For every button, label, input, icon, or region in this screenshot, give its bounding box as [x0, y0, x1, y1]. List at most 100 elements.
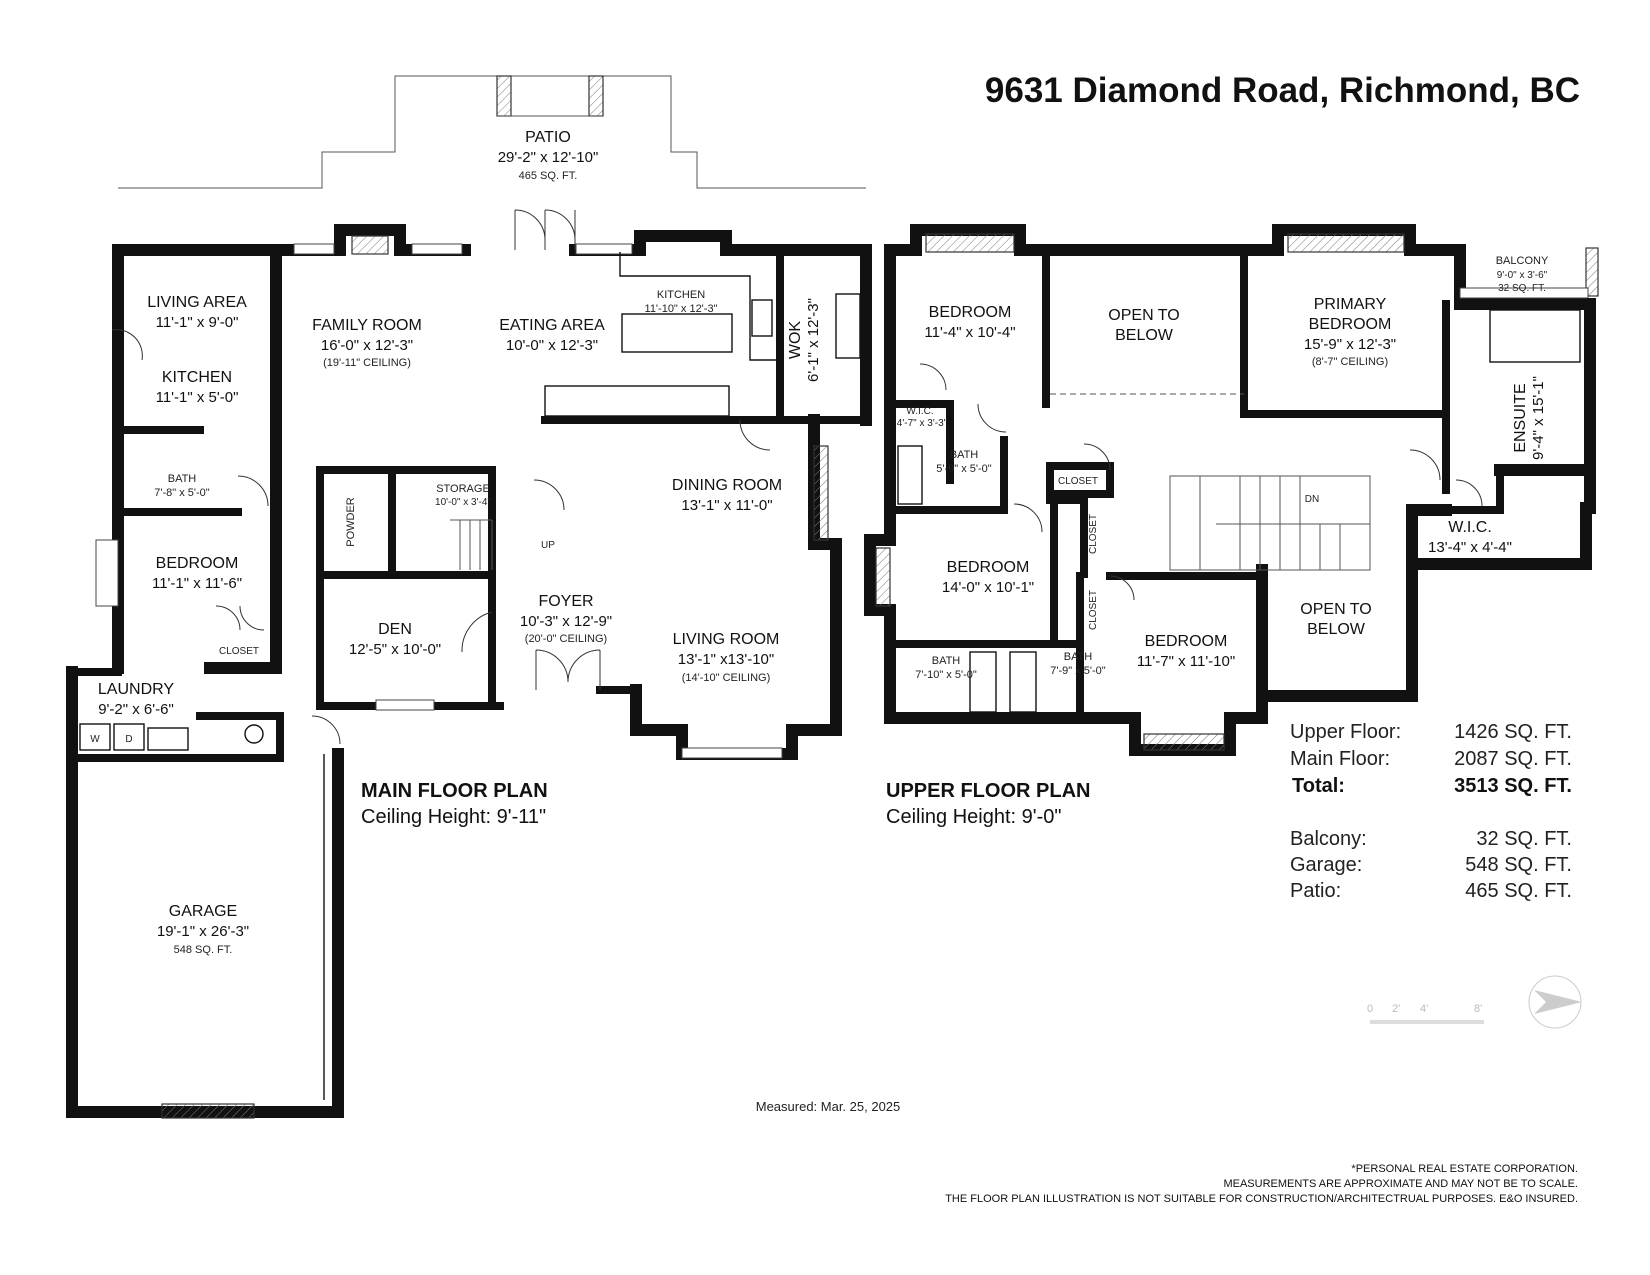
bedroom-nw-dims: 11'-4" x 10'-4": [924, 324, 1015, 341]
scale-bar: 0 2' 4' 8': [1367, 1003, 1484, 1024]
area-upper-label: Upper Floor:: [1290, 721, 1401, 743]
bath-c-label: BATH: [1064, 651, 1093, 663]
upper-floor-title: UPPER FLOOR PLAN: [886, 780, 1090, 802]
closet-c-text-group: CLOSET: [1088, 590, 1099, 630]
balcony-label: BALCONY: [1496, 255, 1549, 267]
ensuite-text-group: ENSUITE 9'-4" x 15'-1": [1512, 376, 1547, 460]
bedroom-w-dims: 14'-0" x 10'-1": [942, 579, 1034, 596]
family-room-label: FAMILY ROOM: [312, 317, 422, 334]
extra-garage-value: 548 SQ. FT.: [1465, 854, 1572, 876]
bath-west-dims: 7'-8" x 5'-0": [154, 487, 210, 499]
extra-garage-label: Garage:: [1290, 854, 1362, 876]
closet-a-label: CLOSET: [1058, 476, 1098, 487]
closet-b-text-group: CLOSET: [1088, 514, 1099, 554]
bath-c-dims: 7'-9" x 5'-0": [1050, 665, 1106, 677]
main-floor-ceiling: Ceiling Height: 9'-11": [361, 806, 546, 828]
extra-balcony-value: 32 SQ. FT.: [1476, 828, 1572, 850]
storage-dims: 10'-0" x 3'-4": [435, 497, 491, 508]
open-below-2-line2: BELOW: [1307, 621, 1366, 638]
disclaimer-line-3: THE FLOOR PLAN ILLUSTRATION IS NOT SUITA…: [945, 1193, 1578, 1205]
bedroom-main-dims: 11'-1" x 11'-6": [152, 575, 242, 592]
upper-floor-ceiling: Ceiling Height: 9'-0": [886, 806, 1061, 828]
open-below-2-line1: OPEN TO: [1300, 601, 1371, 618]
extra-balcony-label: Balcony:: [1290, 828, 1367, 850]
kitchen-west-dims: 11'-1" x 5'-0": [156, 389, 239, 406]
bath-a-label: BATH: [950, 449, 979, 461]
stairs-up-label: UP: [541, 540, 555, 551]
bath-b-label: BATH: [932, 655, 961, 667]
scale-label-2: 2': [1392, 1003, 1400, 1015]
living-room-dims: 13'-1" x13'-10": [678, 651, 774, 668]
disclaimer-line-1: *PERSONAL REAL ESTATE CORPORATION.: [1351, 1163, 1578, 1175]
washer-label: W: [90, 734, 100, 745]
area-summary-table: Upper Floor: 1426 SQ. FT. Main Floor: 20…: [1290, 721, 1572, 902]
main-floor-walls: [66, 209, 872, 1119]
living-room-ceiling: (14'-10" CEILING): [682, 672, 771, 684]
scale-label-4: 4': [1420, 1003, 1428, 1015]
bedroom-s-dims: 11'-7" x 11'-10": [1137, 653, 1235, 670]
primary-bedroom-ceiling: (8'-7" CEILING): [1312, 356, 1388, 368]
open-below-1-line2: BELOW: [1115, 327, 1174, 344]
primary-bedroom-line1: PRIMARY: [1314, 296, 1387, 313]
wic-small-dims: 4'-7" x 3'-3": [897, 418, 948, 429]
wok-text-group: WOK 6'-1" x 12'-3": [787, 298, 822, 382]
eating-area-label: EATING AREA: [499, 317, 605, 334]
garage-dims: 19'-1" x 26'-3": [157, 923, 249, 940]
area-main-label: Main Floor:: [1290, 748, 1390, 770]
dryer-label: D: [125, 734, 132, 745]
bath-b-dims: 7'-10" x 5'-0": [915, 669, 977, 681]
patio-label: PATIO: [525, 129, 571, 146]
foyer-dims: 10'-3" x 12'-9": [520, 613, 612, 630]
kitchen-dims: 11'-10" x 12'-3": [645, 303, 718, 315]
laundry-label: LAUNDRY: [98, 681, 175, 698]
wok-label: WOK: [787, 321, 804, 360]
stairs-down-label: DN: [1305, 494, 1319, 505]
garage-label: GARAGE: [169, 903, 237, 920]
property-address: 9631 Diamond Road, Richmond, BC: [985, 71, 1580, 110]
den-label: DEN: [378, 621, 412, 638]
area-total-value: 3513 SQ. FT.: [1454, 775, 1572, 797]
wok-dims: 6'-1" x 12'-3": [805, 298, 822, 382]
main-floor-title: MAIN FLOOR PLAN: [361, 780, 548, 802]
wic-large-dims: 13'-4" x 4'-4": [1428, 539, 1512, 556]
north-arrow-icon: [1528, 975, 1582, 1029]
den-dims: 12'-5" x 10'-0": [349, 641, 441, 658]
primary-bedroom-line2: BEDROOM: [1309, 316, 1392, 333]
kitchen-label: KITCHEN: [657, 289, 705, 301]
storage-label: STORAGE: [436, 483, 490, 495]
bath-a-dims: 5'-9" x 5'-0": [936, 463, 992, 475]
bedroom-main-label: BEDROOM: [156, 555, 239, 572]
scale-label-0: 0: [1367, 1003, 1373, 1015]
balcony-dims: 9'-0" x 3'-6": [1497, 270, 1548, 281]
area-main-value: 2087 SQ. FT.: [1454, 748, 1572, 770]
closet-c-label: CLOSET: [1088, 590, 1099, 630]
disclaimer-line-2: MEASUREMENTS ARE APPROXIMATE AND MAY NOT…: [1223, 1178, 1578, 1190]
dining-room-dims: 13'-1" x 11'-0": [681, 497, 772, 514]
wic-large-label: W.I.C.: [1448, 519, 1492, 536]
foyer-label: FOYER: [538, 593, 593, 610]
main-stairs: [450, 519, 493, 570]
laundry-dims: 9'-2" x 6'-6": [98, 701, 174, 718]
extra-patio-value: 465 SQ. FT.: [1465, 880, 1572, 902]
foyer-ceiling: (20'-0" CEILING): [525, 633, 607, 645]
powder-text-group: POWDER: [345, 497, 357, 547]
closet-main-label: CLOSET: [219, 646, 259, 657]
scale-label-8: 8': [1474, 1003, 1482, 1015]
patio-dims: 29'-2" x 12'-10": [498, 149, 599, 166]
bedroom-nw-label: BEDROOM: [929, 304, 1012, 321]
living-room-label: LIVING ROOM: [673, 631, 780, 648]
bath-west-label: BATH: [168, 473, 197, 485]
garage-area: 548 SQ. FT.: [174, 944, 233, 956]
family-room-ceiling: (19'-11" CEILING): [323, 357, 411, 369]
closet-b-label: CLOSET: [1088, 514, 1099, 554]
primary-bedroom-dims: 15'-9" x 12'-3": [1304, 336, 1396, 353]
family-room-dims: 16'-0" x 12'-3": [321, 337, 413, 354]
eating-area-dims: 10'-0" x 12'-3": [506, 337, 598, 354]
powder-label: POWDER: [345, 497, 357, 547]
upper-stairs: [1169, 475, 1371, 571]
ensuite-label: ENSUITE: [1512, 383, 1529, 452]
measured-date: Measured: Mar. 25, 2025: [756, 1099, 901, 1114]
patio-area: 465 SQ. FT.: [519, 170, 578, 182]
balcony-area: 32 SQ. FT.: [1498, 283, 1546, 294]
